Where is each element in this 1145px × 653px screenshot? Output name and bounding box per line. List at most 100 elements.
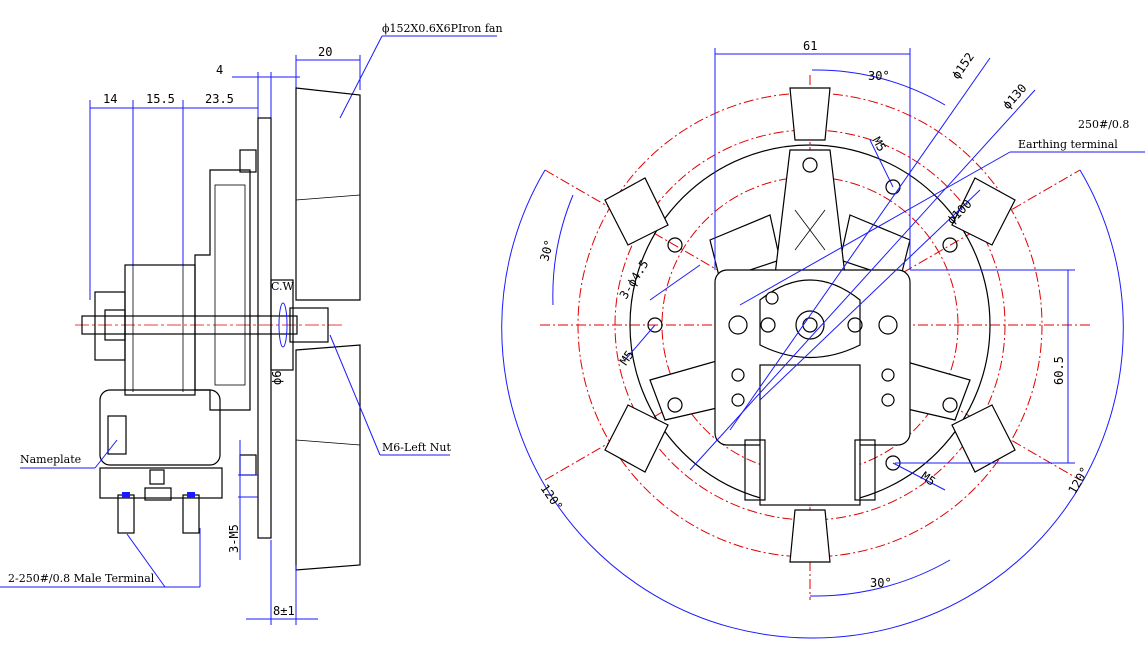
mounting-hole — [942, 397, 958, 413]
leader-earth — [739, 151, 1011, 306]
angle-120-left: 120° — [538, 482, 566, 514]
leader-dia-100 — [759, 189, 981, 401]
bracket-tab — [239, 454, 257, 476]
rotation-arrow — [278, 302, 288, 348]
male-terminal — [117, 494, 135, 534]
angle-arc — [811, 69, 946, 106]
bottom-dim-label: 8±1 — [273, 604, 295, 618]
blade-tip — [951, 404, 1016, 473]
dim-23-5: 23.5 — [205, 92, 234, 106]
mounting-hole — [647, 317, 663, 333]
angle-bottom: 30° — [870, 576, 892, 590]
blade-line — [295, 194, 361, 201]
dia-130: ϕ130 — [1000, 81, 1030, 112]
terminal — [854, 439, 876, 501]
dim-15-5: 15.5 — [146, 92, 175, 106]
terminal-housing — [99, 389, 221, 466]
m5-left: M5 — [617, 348, 637, 368]
angle-arc — [809, 559, 951, 597]
bracket — [194, 169, 251, 411]
hole — [731, 368, 745, 382]
bearing-plate — [759, 279, 861, 358]
holes-label: 3-ϕ4.5 — [617, 257, 652, 301]
mounting-hole — [942, 237, 958, 253]
nameplate-label: Nameplate — [20, 453, 81, 466]
leader-line — [339, 35, 383, 119]
blade-line — [295, 439, 361, 446]
angle-left: 30° — [537, 238, 556, 263]
top-bracket — [774, 149, 846, 276]
bearing-cap — [94, 291, 126, 361]
blade-tip — [789, 509, 831, 563]
screws-label: 3-M5 — [227, 524, 241, 553]
bracket-rib — [794, 209, 826, 251]
dim-60-5: 60.5 — [1052, 356, 1066, 385]
leader-holes — [649, 264, 701, 301]
leader-dia-130 — [689, 89, 1036, 471]
screw-head — [878, 315, 898, 335]
leader-line — [94, 439, 118, 469]
bracket-inner — [214, 184, 246, 386]
leader-dia-152 — [729, 57, 991, 431]
rivet — [847, 317, 863, 333]
angle-top: 30° — [868, 69, 890, 83]
terminal-mark — [187, 492, 195, 498]
mounting-plate — [257, 117, 272, 539]
angle-120-right: 120° — [1065, 464, 1092, 496]
nameplate-box — [107, 415, 127, 455]
terminal-base — [99, 467, 223, 499]
mounting-hole — [667, 397, 683, 413]
earth-value: 250#/0.8 — [1078, 118, 1129, 131]
hub-outer — [795, 310, 825, 340]
mounting-hole — [802, 157, 818, 173]
angle-arc — [552, 194, 574, 306]
terminal-block — [149, 469, 165, 485]
front-view: 61 30° ϕ152 ϕ130 ϕ100 M5 250#/0.8 Earthi… — [501, 39, 1145, 639]
angle-arc-120 — [501, 169, 811, 639]
hole — [731, 393, 745, 407]
screw-head — [728, 315, 748, 335]
dim-4: 4 — [216, 63, 223, 77]
dim-61: 61 — [803, 39, 817, 53]
left-nut — [289, 307, 329, 343]
terminal-block — [144, 487, 172, 501]
hole — [881, 393, 895, 407]
leader-m5 — [892, 462, 946, 491]
side-view: 14 15.5 23.5 4 20 ϕ152X0.6X6PIron fan — [0, 22, 503, 625]
fan-blade-bottom — [295, 344, 361, 571]
rotation-label: C.W — [271, 280, 295, 293]
bracket-tab — [239, 149, 257, 173]
hub-boss — [270, 279, 294, 371]
dim-20: 20 — [318, 45, 332, 59]
dia-152: ϕ152 — [949, 50, 977, 82]
earth-label: Earthing terminal — [1018, 138, 1118, 151]
fan-callout: ϕ152X0.6X6PIron fan — [382, 22, 503, 35]
motor-core — [759, 364, 861, 506]
nut-callout: M6-Left Nut — [382, 441, 451, 454]
terminal-callout: 2-250#/0.8 Male Terminal — [8, 572, 155, 585]
terminal-mark — [122, 492, 130, 498]
rivet — [760, 317, 776, 333]
male-terminal — [182, 494, 200, 534]
m5-top: M5 — [869, 135, 888, 155]
hole — [881, 368, 895, 382]
shaft-dia-label: ϕ6 — [270, 371, 284, 385]
shaft — [81, 315, 298, 335]
dim-14: 14 — [103, 92, 117, 106]
m5-right: M5 — [918, 469, 938, 489]
fan-blade-top — [295, 87, 361, 301]
leader-line — [329, 334, 381, 456]
blade-tip — [604, 404, 669, 473]
terminal — [744, 439, 766, 501]
earth-screw — [765, 291, 779, 305]
bearing — [104, 309, 126, 341]
blade-tip — [604, 177, 669, 246]
blade-tip — [789, 87, 831, 141]
stator-coil — [124, 264, 196, 396]
leader-m5 — [624, 324, 656, 361]
angle-arc-120 — [809, 169, 1124, 639]
leader-line — [126, 533, 166, 588]
mounting-hole — [667, 237, 683, 253]
leader-m5 — [869, 139, 894, 188]
